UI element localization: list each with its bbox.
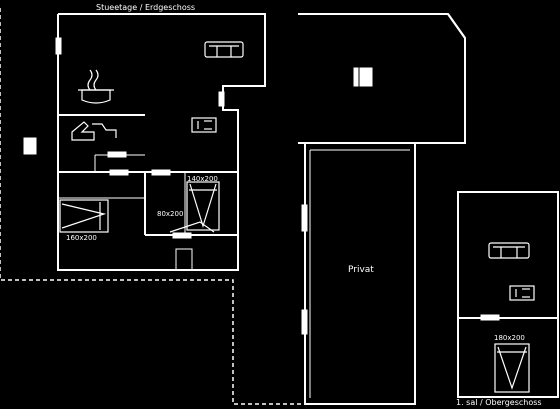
ground-floor-walls: [57, 13, 266, 271]
bed-size-label: 140x200: [187, 175, 218, 183]
bed-size-label: 180x200: [494, 334, 525, 342]
private-area: [304, 142, 416, 405]
bed-size-label: 160x200: [66, 234, 97, 242]
bed-size-label: 80x200: [157, 210, 183, 218]
sofa-icon: [204, 41, 244, 58]
bed-icon: [186, 181, 220, 231]
bathtub-icon: [169, 221, 215, 233]
stair-marker: [23, 67, 373, 155]
bed-icon: [494, 343, 530, 393]
ground-floor-title: Stueetage / Erdgeschoss: [96, 3, 195, 12]
private-area-label: Privat: [348, 265, 374, 275]
stove-icon: [509, 285, 535, 301]
bed-icon: [59, 199, 109, 233]
first-floor-title: 1. sal / Obergeschoss: [456, 398, 542, 407]
windows: [55, 37, 500, 335]
cooking-pot-icon: [78, 69, 114, 104]
sofa-icon: [488, 242, 530, 259]
first-floor-walls: [457, 191, 559, 398]
stove-icon: [191, 117, 217, 133]
entrance-symbol-icon: [71, 121, 117, 141]
neighbour-building-walls: [298, 13, 466, 144]
